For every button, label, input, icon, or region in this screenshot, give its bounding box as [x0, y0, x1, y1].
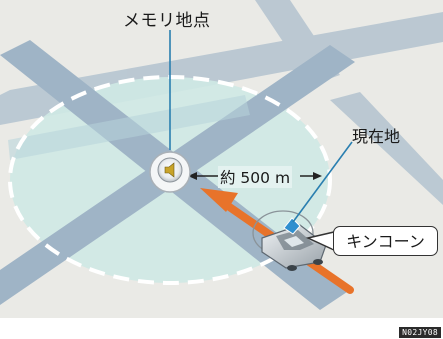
chime-callout: キンコーン	[333, 226, 438, 256]
current-location-label: 現在地	[352, 127, 401, 146]
distance-indicator	[188, 172, 322, 180]
distance-label: 約 500 m	[218, 166, 293, 188]
figure-code: N02JY08	[399, 327, 441, 338]
memory-point-label: メモリ地点	[123, 11, 211, 31]
current-location-leader	[292, 141, 353, 223]
vehicle-icon	[261, 224, 327, 271]
current-position-icon	[283, 217, 301, 235]
memory-point-icon	[149, 151, 191, 193]
